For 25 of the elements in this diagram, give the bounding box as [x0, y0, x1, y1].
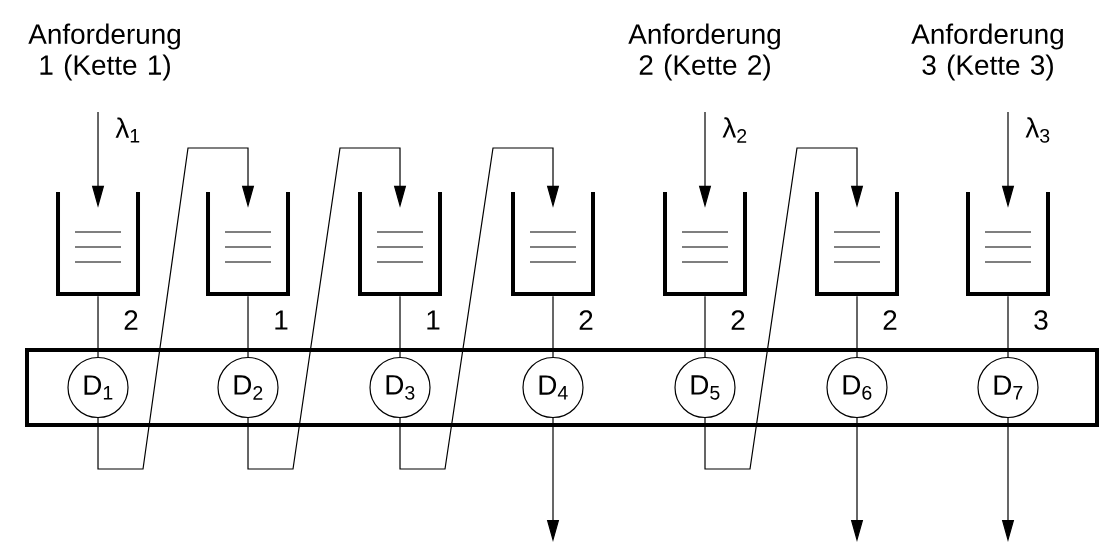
- edge-label: 2: [883, 310, 897, 330]
- arrow: [97, 147, 255, 470]
- server-frame: [25, 348, 1099, 427]
- heading-text: Anforderung 2 (Kette 2): [628, 23, 780, 81]
- queue-bucket: [56, 192, 140, 296]
- queue-bucket: [815, 192, 899, 296]
- edge-label: λ$_{1}$: [115, 117, 140, 143]
- queue-bucket: [966, 192, 1050, 296]
- edge-label: 2: [579, 310, 593, 330]
- edge-label: 2: [124, 310, 138, 330]
- queue-bucket: [511, 192, 595, 296]
- heading-text: Anforderung 1 (Kette 1): [28, 23, 180, 81]
- edge-label: 2: [731, 310, 745, 330]
- edge-label: λ$_{3}$: [1025, 117, 1050, 143]
- heading-text: Anforderung 3 (Kette 3): [911, 23, 1063, 81]
- edge-label: λ$_{2}$: [722, 117, 747, 143]
- queue-bucket: [663, 192, 747, 296]
- queue-bucket: [206, 192, 290, 296]
- queue-bucket: [358, 192, 442, 296]
- arrow: [399, 147, 560, 470]
- edge-label: 1: [427, 310, 440, 330]
- edge-label: 1: [275, 310, 288, 330]
- edge-label: 3: [1034, 310, 1048, 330]
- arrow: [704, 147, 864, 470]
- arrow: [247, 147, 407, 470]
